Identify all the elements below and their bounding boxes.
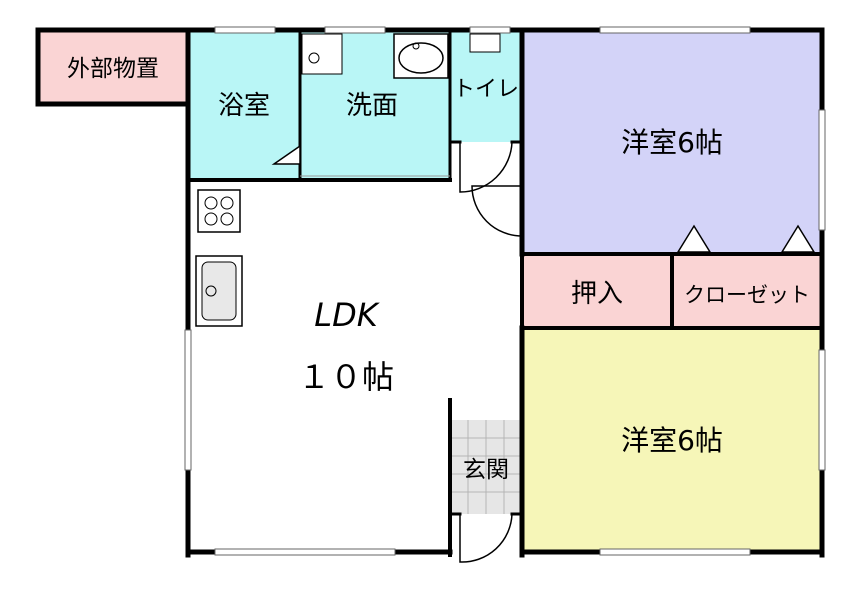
ldk-size-label: １０帖 — [298, 358, 394, 396]
ldk-room — [188, 180, 450, 552]
toilet-icon — [469, 33, 501, 53]
windows — [184, 26, 826, 556]
western-room-1-label: 洋室6帖 — [621, 126, 723, 159]
toilet-label: トイレ — [453, 77, 519, 102]
bath-room — [188, 30, 300, 180]
closet-room — [672, 254, 822, 328]
washbasin-icon — [393, 33, 449, 79]
closet-label: クローゼット — [684, 283, 810, 307]
oshiire-label: 押入 — [571, 279, 623, 309]
storage-label: 外部物置 — [67, 56, 159, 82]
bath-fixture — [301, 33, 343, 75]
sink-icon — [195, 255, 243, 327]
bath-label: 浴室 — [218, 91, 270, 121]
entrance-tile-floor — [450, 420, 522, 514]
western-room-2-label: 洋室6帖 — [621, 424, 723, 457]
western-room-2 — [522, 328, 822, 552]
oshiire-room — [522, 254, 672, 328]
doors — [271, 141, 816, 563]
storage-room — [38, 30, 188, 104]
ldk-label: LDK — [314, 296, 380, 334]
stove-icon — [197, 189, 241, 233]
washroom-label: 洗面 — [346, 91, 398, 121]
western-room-1 — [522, 30, 822, 254]
entrance-label: 玄関 — [463, 457, 509, 483]
